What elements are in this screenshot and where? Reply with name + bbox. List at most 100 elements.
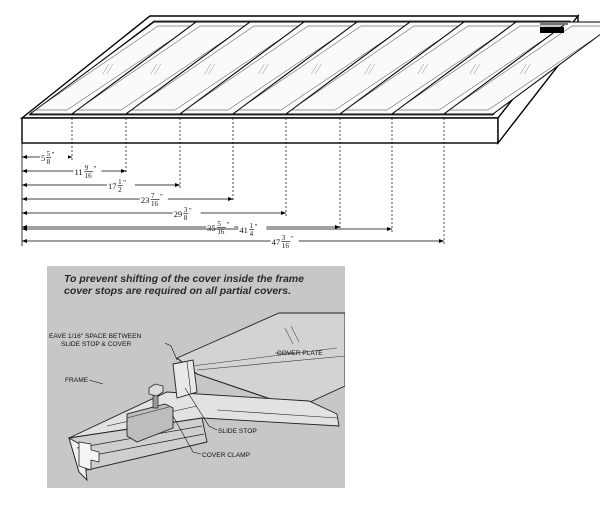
plate-glare-mark	[364, 63, 372, 75]
dimension-inch-mark: "	[255, 223, 258, 231]
leader-frame	[88, 379, 104, 385]
dimension-arrowhead	[22, 183, 27, 187]
cover-plate-panel	[442, 21, 600, 115]
dimension-label-background	[40, 148, 68, 165]
label-frame: FRAME	[65, 377, 89, 384]
rail-groove-2	[78, 433, 205, 459]
dimension-label-background	[73, 162, 102, 179]
dimension-whole-number: 23	[141, 195, 150, 205]
plate-glare-mark	[154, 63, 162, 75]
dimension-fraction-denominator: 16	[151, 200, 159, 208]
dimension-arrowhead	[335, 225, 340, 229]
label-leave-space-line1: EAVE 1/16" SPACE BETWEEN	[49, 333, 141, 340]
cover-plate	[176, 312, 345, 409]
dimension-fraction-numerator: 5	[217, 220, 221, 228]
dimension-arrowhead	[22, 211, 27, 215]
dimension-arrowhead	[22, 227, 27, 231]
dimension-arrowhead	[228, 197, 233, 201]
dimension-fraction-numerator: 3	[282, 234, 286, 242]
dimension-fraction-denominator: 16	[85, 172, 93, 180]
dimension-fraction-denominator: 8	[47, 158, 51, 166]
dimension-label-background	[206, 218, 235, 235]
leader-leave-space	[164, 342, 178, 361]
dimension-whole-number: 17	[108, 181, 117, 191]
dimension-arrowhead	[67, 155, 72, 159]
dimension-whole-number: 5	[41, 153, 45, 163]
plate-glare-mark	[473, 63, 481, 75]
dimension-arrowhead	[439, 239, 444, 243]
plate-glare-mark	[520, 63, 527, 75]
plate-glare-mark	[258, 63, 265, 75]
dimension-fraction-numerator: 3	[184, 206, 188, 214]
dimension-arrowhead	[22, 239, 27, 243]
plate-glare-mark	[204, 63, 212, 75]
dimension-arrowhead	[22, 197, 27, 201]
hatch-1	[284, 327, 294, 345]
dimension-fraction-numerator: 1	[250, 222, 254, 230]
cover-stop-detail: EAVE 1/16" SPACE BETWEEN SLIDE STOP & CO…	[47, 266, 345, 488]
dimension-arrowhead	[121, 169, 126, 173]
cover-clamp-edge	[126, 406, 170, 419]
dimension-inch-mark: "	[189, 207, 192, 215]
leader-slide-stop	[184, 387, 218, 431]
dimension-arrowhead	[387, 227, 392, 231]
cover-plates	[28, 21, 600, 115]
dimension-whole-number: 11	[74, 167, 82, 177]
dimension-whole-number: 41	[239, 225, 248, 235]
dimension-fraction-denominator: 8	[184, 214, 188, 222]
dimension-arrowhead	[281, 211, 286, 215]
cover-clamp	[126, 403, 174, 443]
hatch-2	[290, 325, 300, 343]
dimension-inch-mark: "	[123, 179, 126, 187]
dimension-whole-number: 29	[174, 209, 183, 219]
end-slot	[540, 27, 564, 33]
bolt-head	[148, 383, 164, 397]
dimension-fraction-numerator: 5	[47, 150, 51, 158]
plate-glare-mark	[524, 63, 531, 75]
dimension-label-background	[238, 220, 267, 237]
end-slot-inner	[540, 22, 568, 25]
dimension-whole-number: 47	[272, 237, 281, 247]
cover-stop-illustration: EAVE 1/16" SPACE BETWEEN SLIDE STOP & CO…	[49, 312, 345, 482]
detail-caption: To prevent shifting of the cover inside …	[64, 273, 304, 297]
dimension-fraction-denominator: 16	[282, 242, 290, 250]
label-leave-space-line2: SLIDE STOP & COVER	[61, 341, 131, 348]
dimension-arrowhead	[22, 155, 27, 159]
dimension-fraction-denominator: 16	[217, 228, 225, 236]
plate-glare-mark	[262, 63, 269, 75]
dimension-inch-mark: "	[52, 151, 55, 159]
dimension-label-background	[172, 204, 201, 221]
dimension-inch-mark: "	[291, 235, 294, 243]
dimension-fraction-numerator: 9	[85, 164, 89, 172]
slide-stop	[172, 359, 198, 399]
frame-front-face	[21, 117, 499, 144]
dimension-whole-number: 35	[207, 223, 216, 233]
plate-glare-mark	[315, 63, 322, 75]
plate-glare-mark	[469, 63, 477, 75]
dimension-arrowhead	[175, 183, 180, 187]
plate-glare-mark	[106, 63, 114, 75]
plate-glare-mark	[208, 63, 216, 75]
dimension-inch-mark: "	[160, 193, 163, 201]
slide-stop-edge	[186, 361, 192, 395]
plate-glare-mark	[150, 63, 158, 75]
dimension-inch-mark: "	[94, 165, 97, 173]
label-cover-plate: COVER PLATE	[277, 350, 323, 357]
plate-glare-mark	[417, 63, 425, 75]
cover-plate-fold	[196, 355, 345, 371]
dimension-fraction-denominator: 2	[118, 186, 122, 194]
rail-groove-4	[216, 409, 338, 419]
plate-glare-mark	[368, 63, 376, 75]
dimension-label-background	[270, 232, 299, 249]
label-slide-stop: SLIDE STOP	[218, 428, 257, 435]
dimension-label-background	[139, 190, 168, 207]
plate-glare-mark	[311, 63, 318, 75]
plate-glare-mark	[421, 63, 429, 75]
dimension-label-background	[106, 176, 135, 193]
dimension-fraction-denominator: 4	[250, 230, 254, 238]
dimension-fraction-numerator: 1	[118, 178, 122, 186]
dimension-arrowhead	[22, 169, 27, 173]
plate-glare-mark	[102, 63, 110, 75]
